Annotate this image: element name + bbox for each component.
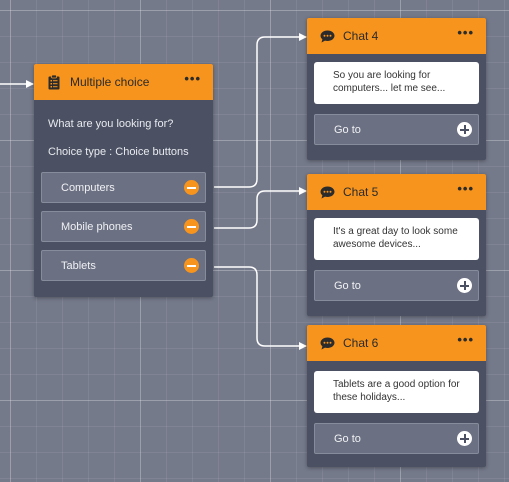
connector-tablets-to-chat6: [214, 266, 307, 350]
remove-choice-icon[interactable]: [184, 219, 199, 234]
chat-message[interactable]: It's a great day to look some awesome de…: [314, 218, 479, 260]
choice-type-text: Choice type : Choice buttons: [48, 146, 189, 158]
goto-label: Go to: [334, 279, 361, 292]
multiple-choice-header[interactable]: Multiple choice •••: [34, 64, 213, 100]
choice-label: Tablets: [61, 259, 96, 272]
chat-message[interactable]: Tablets are a good option for these holi…: [314, 371, 479, 413]
add-icon[interactable]: [457, 122, 472, 137]
multiple-choice-node[interactable]: Multiple choice ••• What are you looking…: [34, 64, 213, 297]
choice-mobile-phones[interactable]: Mobile phones: [41, 211, 206, 242]
chat-bubble-icon: [319, 335, 335, 351]
chat-message[interactable]: So you are looking for computers... let …: [314, 62, 479, 104]
node-title: Chat 5: [343, 185, 379, 199]
goto-label: Go to: [334, 432, 361, 445]
goto-label: Go to: [334, 123, 361, 136]
more-menu-icon[interactable]: •••: [457, 332, 474, 347]
chat-node-4[interactable]: Chat 4 ••• So you are looking for comput…: [307, 18, 486, 160]
chat-node-6[interactable]: Chat 6 ••• Tablets are a good option for…: [307, 325, 486, 467]
chat-node-header[interactable]: Chat 6 •••: [307, 325, 486, 361]
goto-button[interactable]: Go to: [314, 270, 479, 301]
question-text: What are you looking for?: [48, 118, 174, 130]
more-menu-icon[interactable]: •••: [184, 71, 201, 86]
goto-button[interactable]: Go to: [314, 423, 479, 454]
choice-tablets[interactable]: Tablets: [41, 250, 206, 281]
add-icon[interactable]: [457, 278, 472, 293]
chat-node-header[interactable]: Chat 5 •••: [307, 174, 486, 210]
remove-choice-icon[interactable]: [184, 180, 199, 195]
choice-computers[interactable]: Computers: [41, 172, 206, 203]
choice-list: Computers Mobile phones Tablets: [34, 158, 213, 281]
connector-mobile-to-chat5: [214, 187, 307, 229]
chat-node-header[interactable]: Chat 4 •••: [307, 18, 486, 54]
chat-bubble-icon: [319, 28, 335, 44]
clipboard-list-icon: [46, 74, 62, 90]
node-title: Chat 4: [343, 29, 379, 43]
chat-node-5[interactable]: Chat 5 ••• It's a great day to look some…: [307, 174, 486, 316]
more-menu-icon[interactable]: •••: [457, 181, 474, 196]
node-title: Chat 6: [343, 336, 379, 350]
node-title: Multiple choice: [70, 75, 150, 89]
choice-label: Mobile phones: [61, 220, 133, 233]
remove-choice-icon[interactable]: [184, 258, 199, 273]
goto-button[interactable]: Go to: [314, 114, 479, 145]
more-menu-icon[interactable]: •••: [457, 25, 474, 40]
chat-bubble-icon: [319, 184, 335, 200]
add-icon[interactable]: [457, 431, 472, 446]
choice-label: Computers: [61, 181, 115, 194]
connector-computers-to-chat4: [214, 33, 307, 188]
